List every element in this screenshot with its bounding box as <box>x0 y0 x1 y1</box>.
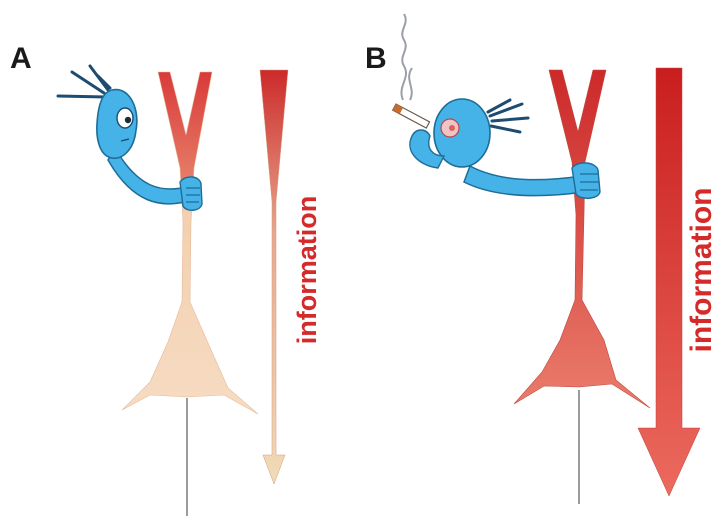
smoke-wisp-icon <box>401 14 412 100</box>
info-arrow-b: information <box>638 68 714 496</box>
info-arrow-a-shape <box>260 70 288 484</box>
character-a-hair <box>58 66 110 97</box>
character-a-eye <box>117 108 133 128</box>
character-b-arm <box>464 166 584 196</box>
cigarette-icon <box>393 104 430 128</box>
info-label-a: information <box>292 196 322 345</box>
neuron-a-body <box>122 72 258 414</box>
info-label-b: information <box>685 188 714 353</box>
panel-label-a: A <box>10 42 32 75</box>
panel-label-b: B <box>365 42 387 75</box>
neuron-b-body <box>514 70 650 408</box>
character-b-hand <box>572 163 600 198</box>
info-arrow-a: information <box>260 70 322 484</box>
character-b-hair <box>488 100 528 132</box>
neuron-b <box>514 70 650 504</box>
panel-a: A information <box>10 42 322 516</box>
panel-b: B <box>365 14 714 504</box>
character-a-hand <box>180 177 202 210</box>
character-a-pupil <box>125 117 131 123</box>
character-b-pupil <box>449 125 455 131</box>
neuron-a <box>122 72 258 516</box>
